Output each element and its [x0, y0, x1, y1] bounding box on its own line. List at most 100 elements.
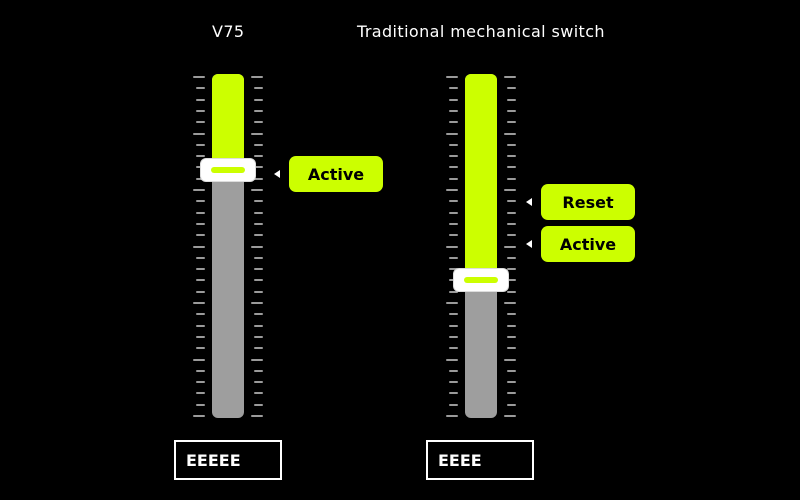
ruler-tick	[507, 166, 516, 169]
ruler-tick	[196, 369, 205, 372]
ruler-tick	[251, 415, 263, 417]
right-switch-bar-fill	[465, 74, 497, 280]
ruler-tick	[507, 109, 516, 112]
left-switch-track[interactable]	[193, 70, 263, 420]
ruler-tick	[507, 98, 516, 101]
left-active-label[interactable]: Active	[289, 156, 383, 192]
ruler-tick	[449, 290, 458, 293]
ruler-tick	[507, 392, 516, 395]
ruler-tick	[196, 98, 205, 101]
right-switch-knob[interactable]	[454, 269, 508, 291]
ruler-tick	[251, 245, 263, 248]
ruler-tick	[449, 211, 458, 214]
ruler-tick	[449, 143, 458, 146]
ruler-tick	[196, 392, 205, 395]
ruler-tick	[507, 200, 516, 203]
ruler-tick	[446, 358, 458, 361]
right-reset-label[interactable]: Reset	[541, 184, 635, 220]
right-switch-track[interactable]	[446, 70, 516, 420]
left-switch-bar-fill	[212, 74, 244, 170]
ruler-tick	[507, 222, 516, 225]
ruler-tick	[254, 143, 263, 146]
ruler-tick	[449, 222, 458, 225]
ruler-tick	[446, 189, 458, 191]
right-reset-pointer	[526, 198, 532, 206]
ruler-tick	[449, 109, 458, 112]
ruler-tick	[446, 245, 458, 248]
ruler-tick	[449, 166, 458, 169]
ruler-tick	[507, 268, 516, 271]
ruler-tick	[449, 87, 458, 90]
ruler-tick	[504, 76, 516, 78]
ruler-tick	[254, 279, 263, 282]
ruler-tick	[449, 98, 458, 101]
ruler-tick	[449, 279, 458, 282]
right-active-label[interactable]: Active	[541, 226, 635, 262]
left-value-box[interactable]: EEEEE	[174, 440, 282, 480]
left-ticks-right	[251, 70, 263, 420]
ruler-tick	[251, 189, 263, 191]
ruler-tick	[449, 121, 458, 124]
ruler-tick	[507, 381, 516, 384]
ruler-tick	[196, 279, 205, 282]
left-active-pointer	[274, 170, 280, 178]
ruler-tick	[196, 166, 205, 169]
ruler-tick	[254, 324, 263, 327]
ruler-tick	[196, 121, 205, 124]
ruler-tick	[254, 177, 263, 180]
ruler-tick	[254, 369, 263, 372]
ruler-tick	[449, 347, 458, 350]
ruler-tick	[196, 335, 205, 338]
ruler-tick	[196, 177, 205, 180]
ruler-tick	[196, 222, 205, 225]
ruler-tick	[254, 335, 263, 338]
ruler-tick	[254, 403, 263, 406]
ruler-tick	[193, 189, 205, 191]
ruler-tick	[193, 302, 205, 304]
ruler-tick	[254, 222, 263, 225]
ruler-tick	[449, 200, 458, 203]
ruler-tick	[254, 256, 263, 259]
left-switch-bar	[212, 74, 244, 418]
ruler-tick	[449, 335, 458, 338]
ruler-tick	[446, 76, 458, 78]
ruler-tick	[507, 347, 516, 350]
ruler-tick	[254, 290, 263, 293]
ruler-tick	[196, 234, 205, 237]
ruler-tick	[254, 211, 263, 214]
ruler-tick	[196, 211, 205, 214]
ruler-tick	[196, 87, 205, 90]
ruler-tick	[507, 256, 516, 259]
ruler-tick	[504, 132, 516, 135]
left-switch-title: V75	[212, 22, 245, 41]
ruler-tick	[504, 358, 516, 361]
ruler-tick	[507, 313, 516, 316]
ruler-tick	[251, 302, 263, 304]
ruler-tick	[254, 313, 263, 316]
ruler-tick	[504, 245, 516, 248]
ruler-tick	[254, 98, 263, 101]
ruler-tick	[196, 109, 205, 112]
ruler-tick	[196, 381, 205, 384]
ruler-tick	[449, 392, 458, 395]
ruler-tick	[449, 256, 458, 259]
ruler-tick	[449, 313, 458, 316]
ruler-tick	[507, 335, 516, 338]
ruler-tick	[196, 256, 205, 259]
ruler-tick	[507, 403, 516, 406]
right-value-box[interactable]: EEEE	[426, 440, 534, 480]
right-active-pointer	[526, 240, 532, 248]
ruler-tick	[446, 415, 458, 417]
ruler-tick	[196, 155, 205, 158]
ruler-tick	[507, 324, 516, 327]
ruler-tick	[507, 87, 516, 90]
ruler-tick	[507, 290, 516, 293]
ruler-tick	[254, 392, 263, 395]
ruler-tick	[507, 121, 516, 124]
ruler-tick	[254, 109, 263, 112]
left-switch-knob[interactable]	[201, 159, 255, 181]
ruler-tick	[196, 403, 205, 406]
ruler-tick	[507, 369, 516, 372]
ruler-tick	[254, 155, 263, 158]
ruler-tick	[507, 143, 516, 146]
